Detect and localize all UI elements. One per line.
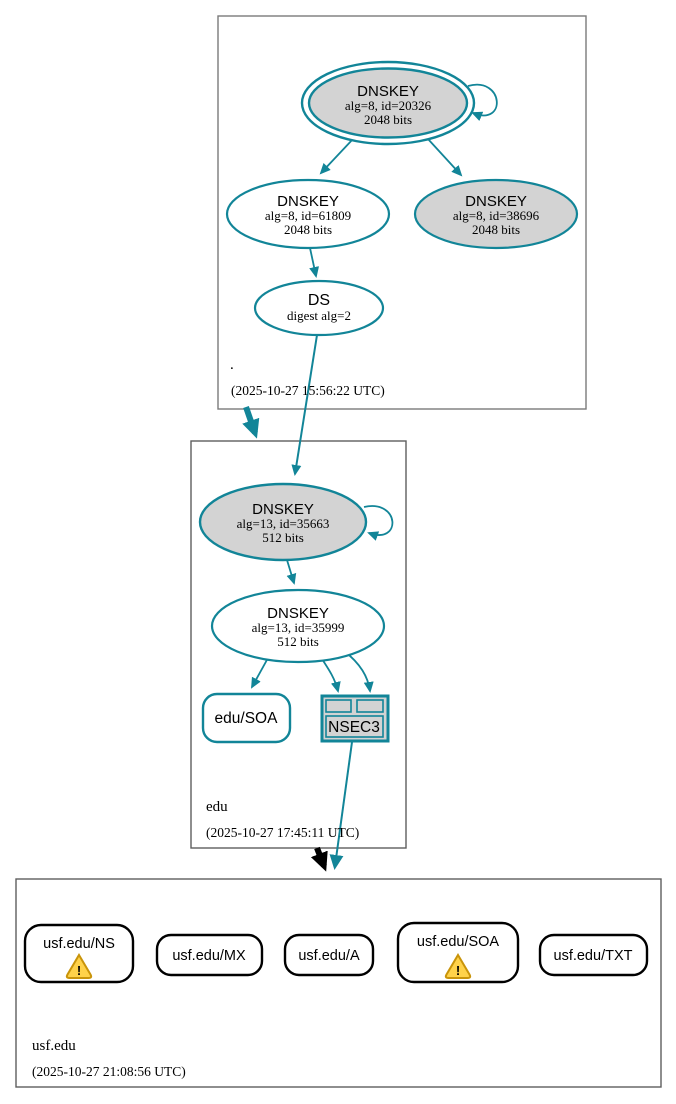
warning-exclamation: ! [77,963,81,978]
delegation-arrow-root-to-edu [242,406,260,439]
edu-soa-rect [201,692,292,744]
root-zsk-ellipse [225,178,391,250]
usf-txt-rect [538,933,649,977]
root-ksk-inner-ring [307,67,469,139]
zone-box-usf-edu [15,878,662,1088]
edu-zsk-type: DNSKEY [267,605,329,622]
ds-detail1: digest alg=2 [287,308,351,323]
zone-label-edu: edu [206,799,228,815]
nsec3-cell-left [325,699,352,713]
usf-ns-label: usf.edu/NS [43,936,115,952]
edge-zsk61809-to-ds [309,247,320,278]
node-edu-soa[interactable]: edu/SOA [201,692,292,744]
edu-soa-label: edu/SOA [215,710,279,727]
ds-ellipse [253,279,385,337]
root-zsk-detail2: 2048 bits [284,222,332,237]
warning-icon[interactable]: ! [444,953,472,979]
node-root-zsk-dnskey-61809[interactable]: DNSKEY alg=8, id=61809 2048 bits [225,178,391,250]
edu-zsk-detail1: alg=13, id=35999 [252,620,345,635]
nsec3-label: NSEC3 [328,719,380,736]
edge-root-ksk-to-dnskey38696 [427,138,463,177]
usf-mx-rect [155,933,264,977]
edge-ds-to-edu-ksk [291,334,318,476]
ds-type: DS [308,292,330,309]
dnskey-38696-detail2: 2048 bits [472,222,520,237]
node-root-dnskey-38696[interactable]: DNSKEY alg=8, id=38696 2048 bits [413,178,579,250]
usf-a-rect [283,933,375,977]
zone-label-root: . [230,357,234,373]
edu-zsk-ellipse [210,588,386,664]
node-usf-txt[interactable]: usf.edu/TXT [538,933,649,977]
delegation-arrow-edu-to-usf [310,846,328,872]
nsec3-label-cell [325,715,384,738]
edu-ksk-ellipse [198,482,368,562]
edge-zsk35999-to-edu-soa [251,657,269,689]
usf-a-label: usf.edu/A [298,948,360,964]
root-ksk-type: DNSKEY [357,83,419,100]
usf-txt-label: usf.edu/TXT [554,948,633,964]
edge-edu-ksk-self-sign [363,505,394,541]
root-ksk-detail2: 2048 bits [364,112,412,127]
node-root-ds[interactable]: DS digest alg=2 [253,279,385,337]
usf-mx-label: usf.edu/MX [172,948,246,964]
dnskey-38696-type: DNSKEY [465,193,527,210]
node-edu-ksk-dnskey-35663[interactable]: DNSKEY alg=13, id=35663 512 bits [198,482,368,562]
dnskey-38696-detail1: alg=8, id=38696 [453,208,540,223]
warning-icon[interactable]: ! [65,953,93,979]
zone-timestamp-usf: (2025-10-27 21:08:56 UTC) [32,1064,186,1079]
nsec3-cell-right [356,699,384,713]
node-edu-nsec3[interactable]: NSEC3 [320,694,390,743]
usf-soa-label: usf.edu/SOA [417,934,500,950]
zone-timestamp-root: (2025-10-27 15:56:22 UTC) [231,383,385,398]
edu-zsk-detail2: 512 bits [277,634,319,649]
warning-triangle [444,953,472,979]
edge-root-ksk-self-sign [467,83,498,122]
edu-ksk-detail1: alg=13, id=35663 [237,516,330,531]
root-ksk-detail1: alg=8, id=20326 [345,98,432,113]
edu-ksk-type: DNSKEY [252,501,314,518]
node-usf-soa[interactable]: usf.edu/SOA ! [396,921,520,984]
root-zsk-type: DNSKEY [277,193,339,210]
edu-ksk-detail2: 512 bits [262,530,304,545]
zone-label-usf: usf.edu [32,1038,76,1054]
usf-soa-rect [396,921,520,984]
zone-timestamp-edu: (2025-10-27 17:45:11 UTC) [206,825,359,840]
zone-box-edu [190,440,407,849]
node-usf-a[interactable]: usf.edu/A [283,933,375,977]
warning-triangle [65,953,93,979]
zone-box-root [217,15,587,410]
node-usf-mx[interactable]: usf.edu/MX [155,933,264,977]
edge-edu-ksk-to-zsk35999 [286,559,297,585]
node-edu-zsk-dnskey-35999[interactable]: DNSKEY alg=13, id=35999 512 bits [210,588,386,664]
node-usf-ns[interactable]: usf.edu/NS ! [23,923,135,984]
edge-nsec3-to-usf-zone [329,741,353,870]
node-root-ksk-dnskey-20326[interactable]: DNSKEY alg=8, id=20326 2048 bits [300,60,476,146]
root-zsk-detail1: alg=8, id=61809 [265,208,351,223]
dnskey-38696-ellipse [413,178,579,250]
edge-root-ksk-to-zsk61809 [319,138,354,175]
warning-exclamation: ! [456,963,460,978]
